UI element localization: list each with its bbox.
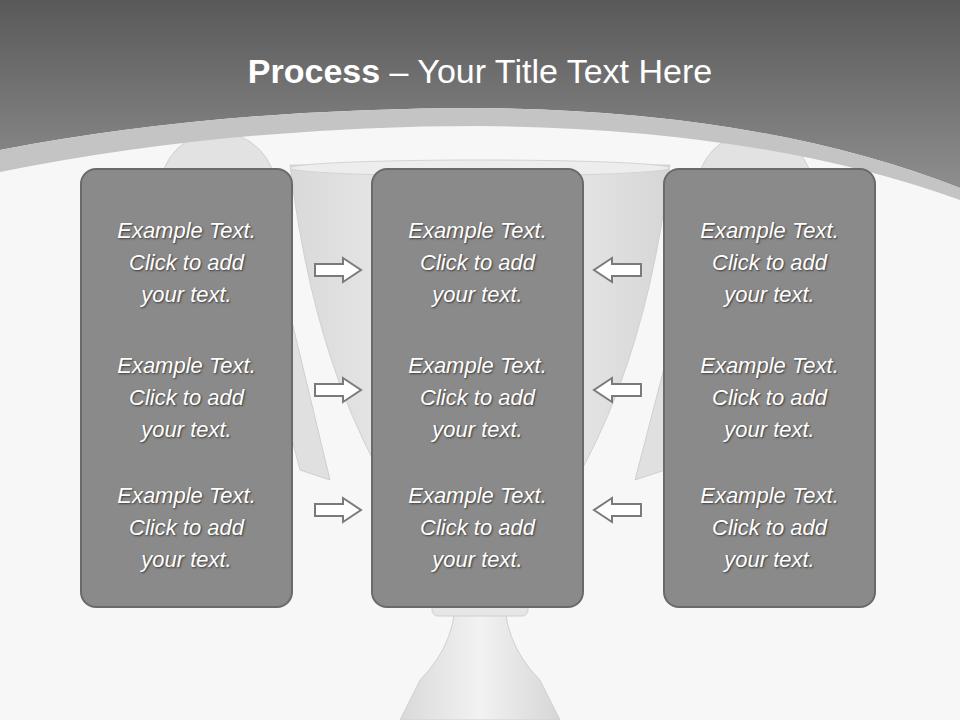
box-text: Example Text. Click to add your text. [400,350,555,446]
box-text: Example Text. Click to add your text. [109,480,264,576]
block-arrow [594,498,641,522]
block-arrow [315,378,361,402]
box-text: Example Text. Click to add your text. [692,480,847,576]
process-box: Example Text. Click to add your text. Exa… [663,168,876,608]
trophy-cup [290,165,670,580]
box-text: Example Text. Click to add your text. [692,215,847,311]
block-arrow [594,378,641,402]
process-box: Example Text. Click to add your text. Exa… [371,168,584,608]
process-box: Example Text. Click to add your text. Exa… [80,168,293,608]
box-text: Example Text. Click to add your text. [400,480,555,576]
box-text: Example Text. Click to add your text. [400,215,555,311]
block-arrow [315,498,361,522]
box-text: Example Text. Click to add your text. [109,215,264,311]
slide-title: Process – Your Title Text Here [0,52,960,91]
box-text: Example Text. Click to add your text. [109,350,264,446]
block-arrow [315,258,361,282]
box-text: Example Text. Click to add your text. [692,350,847,446]
header-band [0,0,960,188]
block-arrow [594,258,641,282]
